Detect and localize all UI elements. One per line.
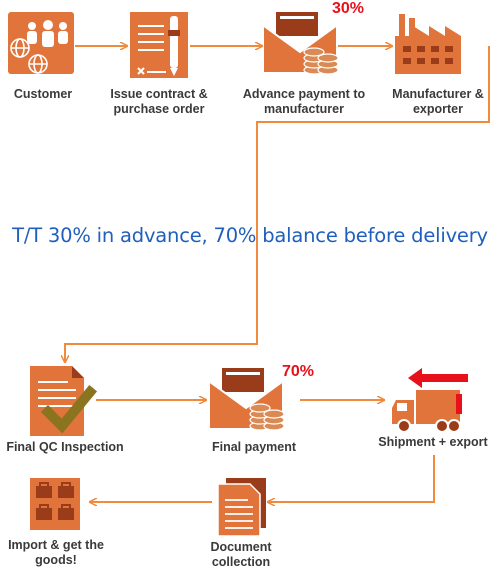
contract-label: Issue contract & purchase order (110, 87, 208, 116)
final-percent: 70% (282, 363, 315, 380)
envelope-coins-icon (263, 12, 339, 75)
boxes-icon (30, 478, 80, 530)
import-label: Import & get the goods! (8, 538, 104, 567)
qc-label: Final QC Inspection (6, 440, 124, 454)
documents-icon (217, 478, 266, 537)
envelope-coins-icon (209, 368, 285, 431)
payment-terms-banner: T/T 30% in advance, 70% balance before d… (12, 224, 488, 247)
arrow-manufacturer-to-qc (65, 46, 490, 362)
document-collection-label: Document collection (210, 540, 272, 569)
customer-label: Customer (13, 87, 73, 101)
contract-pen-icon (130, 12, 188, 78)
shipment-label: Shipment + export (378, 435, 488, 449)
truck-icon (392, 368, 468, 433)
factory-icon (395, 14, 461, 74)
document-check-icon (30, 366, 98, 436)
advance-payment-label: Advance payment to manufacturer (242, 87, 366, 116)
people-globe-icon (8, 12, 74, 74)
advance-percent: 30% (332, 0, 365, 17)
final-payment-label: Final payment (211, 440, 297, 454)
manufacturer-label: Manufacturer & exporter (392, 87, 484, 116)
arrow-shipment-to-documents (268, 455, 435, 502)
